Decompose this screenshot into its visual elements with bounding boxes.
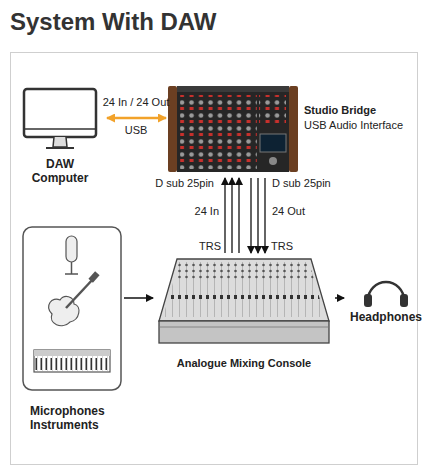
connector-line [257,178,258,253]
node-illustration [20,85,100,153]
signal-connector [107,118,166,119]
connector-label: 24 In / 24 Out [103,96,170,109]
connector-type: TRS [271,240,293,253]
node-title: Studio Bridge [304,104,419,117]
node-illustration [22,226,122,391]
connector-type: TRS [199,240,221,253]
connector-line [231,178,232,253]
headphones-node: Headphones [346,268,426,328]
signal-connector [225,178,239,253]
connector-line [224,178,225,253]
connector-label: 24 In [195,205,219,218]
connector-line [107,117,166,120]
connector-line [124,297,153,299]
node-illustration [356,270,416,310]
interface-node: Studio BridgeUSB Audio Interface [168,86,423,176]
signal-connector [124,298,153,299]
node-title: Microphones Instruments [30,404,120,433]
connector-line [335,297,344,299]
mixer-node: Analogue Mixing Console [155,255,333,377]
connector-line [238,178,239,253]
node-title: Analogue Mixing Console [155,357,333,370]
signal-connector [251,178,265,253]
node-subtitle: USB Audio Interface [304,119,419,132]
source-group: Microphones Instruments [22,226,122,444]
node-title: Headphones [346,310,426,324]
port-label: USB [125,124,148,137]
connector-line [250,178,251,253]
diagram-title: System With DAW [10,8,216,36]
connector-type: D sub 25pin [155,177,214,190]
connector-type: D sub 25pin [272,177,331,190]
signal-connector [335,298,344,299]
node-title: DAW Computer [25,157,95,186]
node-illustration [155,255,333,347]
connector-label: 24 Out [272,205,305,218]
node-illustration [168,86,298,172]
computer-node: DAW Computer [15,85,105,188]
connector-line [264,178,265,253]
